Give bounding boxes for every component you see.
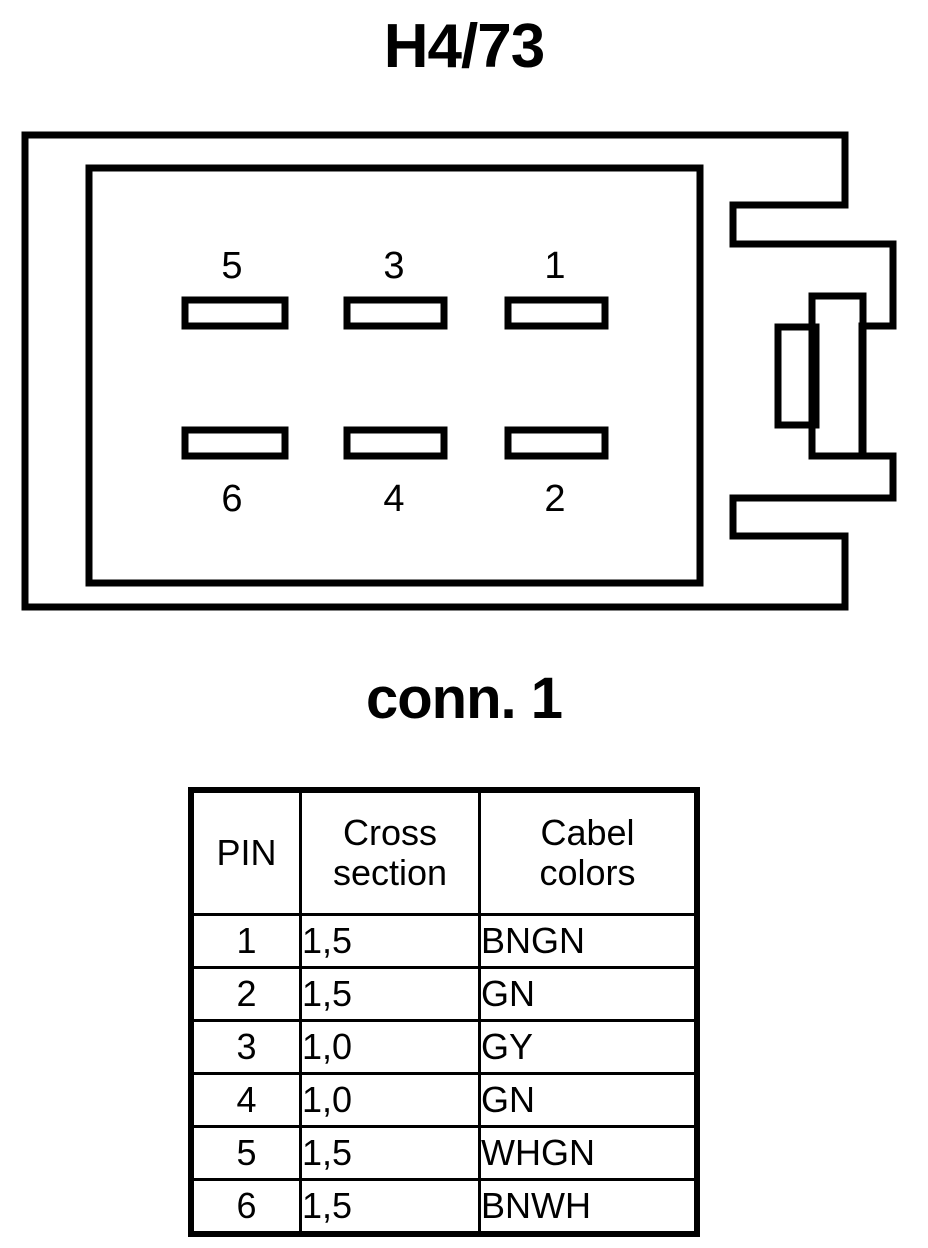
pin-slot-4 <box>343 426 448 460</box>
connector-diagram: 5 3 1 6 4 2 <box>0 120 928 620</box>
cell-cross-section: 1,5 <box>299 1125 481 1181</box>
pin-number-label-4: 4 <box>383 478 404 520</box>
cell-cable-colors: GY <box>478 1019 697 1075</box>
page-title: H4/73 <box>383 12 545 81</box>
connector-inner-cavity <box>85 164 704 587</box>
cell-cross-section: 1,5 <box>299 966 481 1022</box>
cell-cross-section: 1,0 <box>299 1072 481 1128</box>
connector-caption: conn. 1 <box>365 666 563 731</box>
pin-slot-1 <box>504 296 609 330</box>
cell-pin: 6 <box>191 1178 302 1234</box>
table-header: PIN Cross section Cabel colors <box>191 790 697 916</box>
column-header-cross-line2: section <box>332 852 448 893</box>
cell-pin: 4 <box>191 1072 302 1128</box>
pin-number-label-3: 3 <box>383 245 404 287</box>
pin-number-label-5: 5 <box>221 245 242 287</box>
column-header-color-line1: Cabel <box>540 811 635 853</box>
column-header-cross-line1: Cross <box>342 811 437 853</box>
cell-cable-colors: GN <box>478 1072 697 1128</box>
cell-cable-colors: BNGN <box>478 913 697 969</box>
pin-number-label-6: 6 <box>221 478 242 520</box>
latch-notch <box>774 323 820 429</box>
cell-pin: 5 <box>191 1125 302 1181</box>
cell-cross-section: 1,5 <box>299 913 481 969</box>
pin-slot-5 <box>181 296 289 330</box>
latch-tab <box>808 292 867 460</box>
table-header-row: PIN Cross section Cabel colors <box>191 790 697 916</box>
cell-cross-section: 1,5 <box>299 1178 481 1234</box>
cell-pin: 3 <box>191 1019 302 1075</box>
cell-cable-colors: BNWH <box>478 1178 697 1234</box>
column-header-color-line2: colors <box>539 852 636 893</box>
column-header-cable-colors: Cabel colors <box>478 790 697 916</box>
pin-number-label-1: 1 <box>544 245 565 287</box>
column-header-pin: PIN <box>191 790 302 916</box>
cell-pin: 1 <box>191 913 302 969</box>
cell-pin: 2 <box>191 966 302 1022</box>
cell-cable-colors: WHGN <box>478 1125 697 1181</box>
cell-cross-section: 1,0 <box>299 1019 481 1075</box>
pin-slot-6 <box>181 426 289 460</box>
connector-outer-body <box>21 131 897 611</box>
column-header-cross-section: Cross section <box>299 790 481 916</box>
cell-cable-colors: GN <box>478 966 697 1022</box>
pin-slot-2 <box>504 426 609 460</box>
pin-number-label-2: 2 <box>544 478 565 520</box>
pin-slot-3 <box>343 296 448 330</box>
connector-svg: 5 3 1 6 4 2 <box>21 131 897 611</box>
